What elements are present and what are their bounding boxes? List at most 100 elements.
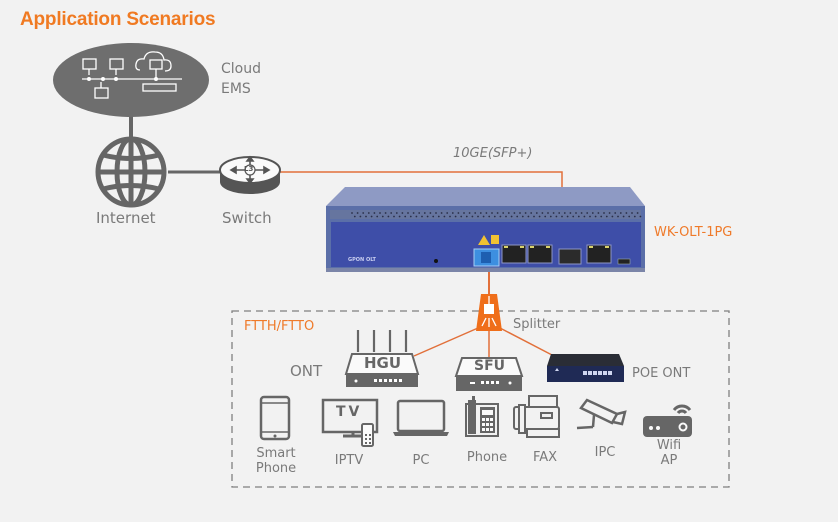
- vent-hole: [617, 215, 619, 218]
- vent-hole: [628, 215, 631, 218]
- vent-hole: [563, 212, 566, 214]
- endpoint-label-line2: AP: [660, 453, 678, 468]
- vent-hole: [449, 215, 451, 218]
- vent-hole: [359, 215, 362, 218]
- endpoint-label-line2: Phone: [255, 461, 297, 476]
- vent-hole: [463, 212, 465, 214]
- vent-hole: [418, 212, 421, 214]
- vent-hole: [577, 215, 580, 218]
- laptop-icon: [393, 399, 449, 436]
- vent-hole: [521, 215, 524, 218]
- vent-hole: [460, 215, 463, 218]
- vent-hole: [589, 215, 591, 218]
- vent-hole: [415, 215, 418, 218]
- vent-hole: [614, 212, 617, 214]
- vent-hole: [631, 212, 633, 214]
- vent-hole: [535, 212, 538, 214]
- vent-hole: [395, 212, 398, 214]
- vent-hole: [409, 215, 412, 218]
- vent-hole: [421, 215, 423, 218]
- vent-hole: [454, 215, 457, 218]
- olt-panel-text: GPON OLT: [348, 257, 376, 263]
- vent-hole: [499, 215, 502, 218]
- smartphone-icon: [259, 395, 291, 441]
- vent-hole: [443, 215, 446, 218]
- endpoint-wifi-label: Wifi AP: [647, 438, 691, 468]
- vent-hole: [513, 212, 516, 214]
- endpoint-ipc-label: IPC: [594, 445, 616, 460]
- vent-hole: [533, 215, 535, 218]
- vent-hole: [353, 215, 356, 218]
- cloud-ems-icon: [53, 43, 209, 117]
- olt-device: [326, 187, 645, 272]
- vent-hole: [477, 215, 479, 218]
- vent-hole: [597, 212, 600, 214]
- camera-icon: [576, 398, 627, 430]
- vent-hole: [474, 212, 477, 214]
- vent-hole: [407, 212, 409, 214]
- vent-hole: [538, 215, 541, 218]
- vent-hole: [451, 212, 454, 214]
- vent-hole: [544, 215, 547, 218]
- vent-hole: [594, 215, 597, 218]
- vent-hole: [600, 215, 603, 218]
- vent-hole: [390, 212, 393, 214]
- vent-hole: [603, 212, 605, 214]
- vent-hole: [491, 212, 493, 214]
- vent-hole: [527, 215, 530, 218]
- vent-hole: [482, 215, 485, 218]
- cloud-label-line2: EMS: [221, 81, 251, 97]
- switch-icon: [219, 155, 281, 194]
- vent-hole: [446, 212, 449, 214]
- endpoint-iptv-label: IPTV: [334, 453, 364, 468]
- vent-hole: [552, 212, 555, 214]
- vent-hole: [510, 215, 513, 218]
- vent-hole: [547, 212, 549, 214]
- vent-hole: [583, 215, 586, 218]
- vent-hole: [555, 215, 558, 218]
- vent-hole: [507, 212, 510, 214]
- vent-hole: [625, 212, 628, 214]
- vent-hole: [356, 212, 359, 214]
- desk-phone-icon: [465, 396, 499, 437]
- vent-hole: [423, 212, 426, 214]
- hgu-label: HGU: [364, 354, 402, 372]
- vent-hole: [432, 215, 435, 218]
- endpoint-label-line1: Smart: [256, 446, 296, 461]
- wifi-ap-icon: [643, 404, 692, 437]
- sfu-label: SFU: [474, 358, 506, 374]
- vent-hole: [379, 212, 381, 214]
- tv-badge: TV: [336, 404, 363, 420]
- vent-hole: [381, 215, 384, 218]
- vent-hole: [435, 212, 437, 214]
- vent-hole: [636, 212, 639, 214]
- endpoint-smartphone-label: Smart Phone: [250, 446, 302, 476]
- vent-hole: [566, 215, 569, 218]
- vent-hole: [549, 215, 552, 218]
- vent-hole: [639, 215, 642, 218]
- vent-hole: [622, 215, 625, 218]
- vent-hole: [485, 212, 488, 214]
- page-title: Application Scenarios: [20, 9, 216, 30]
- vent-hole: [488, 215, 491, 218]
- vent-hole: [493, 215, 496, 218]
- tv-icon: [321, 398, 379, 447]
- vent-hole: [393, 215, 395, 218]
- vent-hole: [351, 212, 353, 214]
- vent-hole: [541, 212, 544, 214]
- switch-label: Switch: [222, 209, 272, 227]
- internet-label: Internet: [96, 209, 156, 227]
- zone-label: FTTH/FTTO: [244, 319, 315, 334]
- vent-hole: [365, 215, 367, 218]
- vent-hole: [505, 215, 507, 218]
- vent-hole: [401, 212, 404, 214]
- vent-hole: [457, 212, 460, 214]
- olt-model-label: WK-OLT-1PG: [654, 225, 733, 240]
- vent-hole: [519, 212, 521, 214]
- fax-icon: [513, 395, 560, 438]
- poe-ont-label: POE ONT: [632, 366, 691, 381]
- cloud-label-line1: Cloud: [221, 61, 261, 77]
- vent-hole: [471, 215, 474, 218]
- vent-hole: [468, 212, 471, 214]
- splitter-to-poe-line: [499, 327, 553, 356]
